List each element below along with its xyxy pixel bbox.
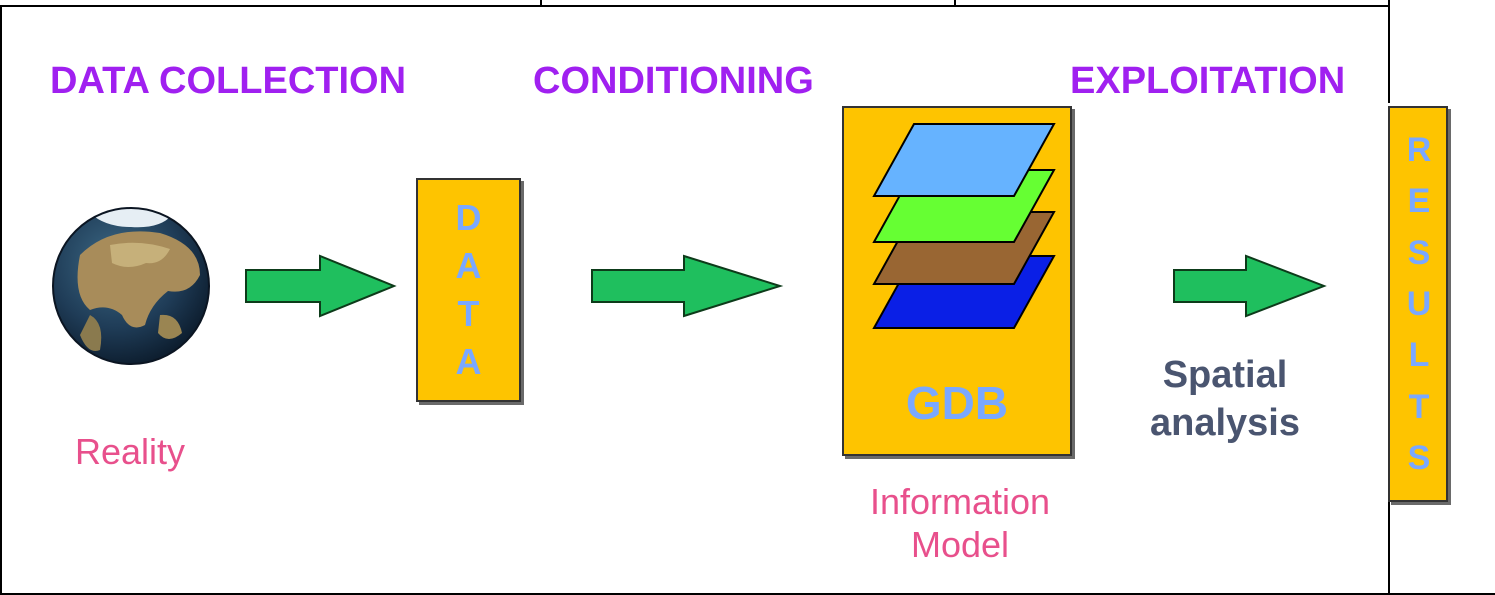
results-letter: T bbox=[1408, 387, 1430, 426]
stage-conditioning: CONDITIONING bbox=[533, 60, 814, 102]
stage-data-collection: DATA COLLECTION bbox=[50, 60, 407, 102]
results-letter: S bbox=[1407, 439, 1431, 478]
data-letter: A bbox=[455, 341, 482, 382]
results-letter: S bbox=[1407, 233, 1431, 272]
spatial-analysis-line2: analysis bbox=[1150, 401, 1300, 444]
data-letter: D bbox=[455, 197, 482, 238]
earth-globe-icon bbox=[52, 207, 210, 365]
results-letter: L bbox=[1408, 336, 1430, 375]
results-letter: U bbox=[1406, 284, 1432, 323]
gdb-box: GDB bbox=[842, 106, 1072, 456]
data-box: D A T A bbox=[416, 178, 521, 402]
data-letter: T bbox=[457, 293, 480, 334]
arrow-right-icon bbox=[1173, 254, 1327, 318]
results-letter: R bbox=[1406, 130, 1432, 169]
stage-exploitation: EXPLOITATION bbox=[1070, 62, 1346, 100]
data-layers-icon bbox=[872, 123, 1056, 329]
information-model-line2: Model bbox=[910, 524, 1010, 566]
information-model-label: Information Model bbox=[835, 480, 1085, 566]
spatial-analysis-label: Spatial analysis bbox=[1120, 352, 1330, 447]
reality-label: Reality bbox=[74, 431, 186, 472]
arrow-right-icon bbox=[591, 254, 784, 318]
gdb-label: GDB bbox=[905, 377, 1009, 429]
spatial-analysis-line1: Spatial bbox=[1162, 354, 1288, 396]
results-box: R E S U L T S bbox=[1388, 106, 1448, 502]
data-letter: A bbox=[455, 245, 482, 286]
results-letter: E bbox=[1407, 182, 1431, 221]
arrow-right-icon bbox=[245, 254, 397, 318]
information-model-line1: Information bbox=[869, 481, 1051, 522]
